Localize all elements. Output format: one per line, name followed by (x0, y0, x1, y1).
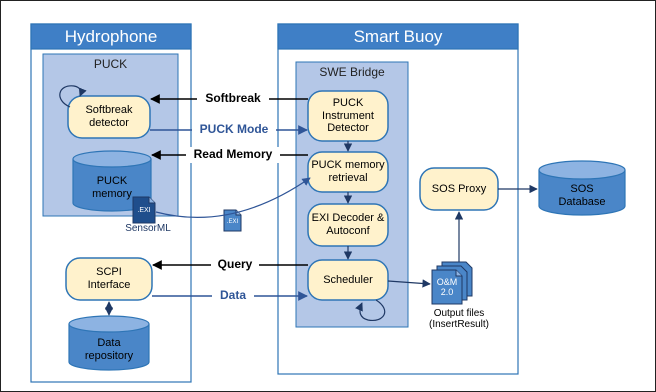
puck-instrument-detector-label: PUCK Instrument Detector (322, 97, 374, 135)
exi-transfer-document-label: .EXI (226, 218, 239, 225)
softbreak-edge-label: Softbreak (197, 91, 269, 107)
read-memory-edge-label: Read Memory (186, 147, 280, 163)
softbreak-detector-node (67, 95, 151, 139)
output-files-caption: Output files (InsertResult) (428, 307, 489, 331)
exi-transfer-edge (155, 177, 311, 218)
sensorml-label: SensorML (125, 223, 171, 235)
puck-mode-edge-label: PUCK Mode (192, 122, 276, 138)
exi-decoder-label: EXI Decoder & Autoconf (311, 212, 385, 237)
scpi-interface-node (65, 257, 153, 301)
softbreak-detector-label: Softbreak detector (85, 104, 133, 129)
query-edge-label: Query (211, 257, 259, 273)
exi-transfer-document-icon (223, 209, 242, 232)
puck-title: PUCK (93, 57, 128, 72)
softbreak-self-loop (59, 85, 87, 108)
om-output-files-icon (431, 261, 473, 305)
puck-memory-label: PUCK memory (92, 175, 132, 200)
scheduler-label: Scheduler (323, 273, 373, 286)
scheduler-node (307, 259, 389, 301)
sos-database-label: SOS Database (558, 183, 606, 208)
sos-proxy-label: SOS Proxy (431, 182, 487, 195)
om-document-label: O&M 2.0 (436, 276, 458, 297)
puck-memory-retrieval-label: PUCK memory retrieval (311, 159, 385, 184)
hydrophone-title: Hydrophone (64, 26, 158, 46)
swe-bridge-title: SWE Bridge (319, 65, 385, 80)
scheduler-self-loop (355, 299, 386, 322)
exi-document-icon (132, 196, 156, 224)
data-repository-label: Data repository (84, 337, 134, 362)
scpi-interface-label: SCPI Interface (87, 266, 131, 291)
puck-memory-database (72, 150, 152, 212)
sos-database (538, 160, 626, 216)
exi-document-label: .EXI (137, 206, 151, 214)
smart-buoy-title: Smart Buoy (353, 26, 443, 46)
data-edge-label: Data (212, 288, 254, 304)
data-repository-database (68, 315, 150, 371)
scheduler-to-output-edge (387, 279, 431, 288)
